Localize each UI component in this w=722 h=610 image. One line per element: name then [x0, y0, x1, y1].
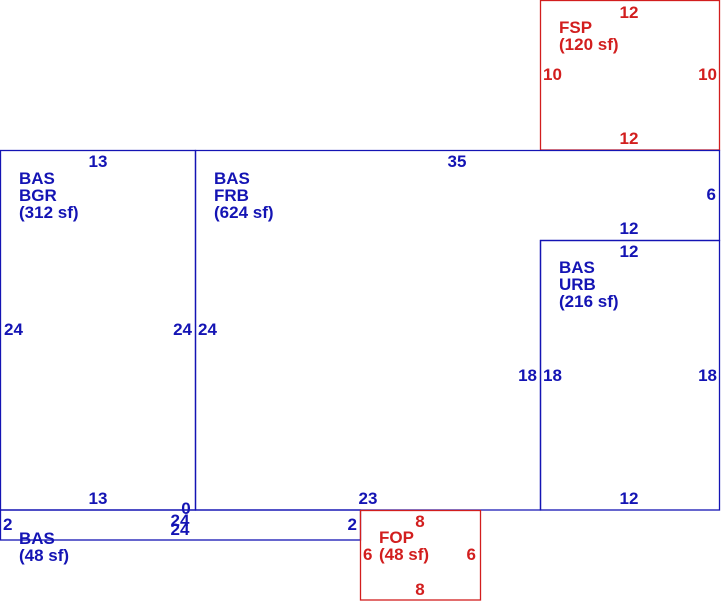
- frb-code: BAS: [214, 169, 250, 188]
- urb-outline: [539, 239, 721, 511]
- frb-dim-right-lower: 18: [518, 366, 537, 385]
- urb-dim-top: 12: [620, 242, 639, 261]
- urb-name: URB: [559, 275, 596, 294]
- frb-outline: [194, 149, 721, 511]
- frb-dim-bottom: 23: [359, 489, 378, 508]
- bgr-area: (312 sf): [19, 203, 79, 222]
- fop-dim-top: 8: [415, 512, 424, 531]
- bas48-dim-bottom: 24: [171, 520, 190, 539]
- frb-name: FRB: [214, 186, 249, 205]
- urb-code: BAS: [559, 258, 595, 277]
- bgr-dim-bottom: 13: [89, 489, 108, 508]
- frb-area: (624 sf): [214, 203, 274, 222]
- bgr-dim-top: 13: [89, 152, 108, 171]
- frb-dim-step: 12: [620, 219, 639, 238]
- bgr-name: BGR: [19, 186, 57, 205]
- bgr-dim-left: 24: [4, 320, 23, 339]
- bas48-dim-top: 24: [171, 511, 190, 530]
- fop-dim-right: 6: [467, 545, 476, 564]
- frb-dim-corner: 0: [181, 499, 190, 518]
- urb-area: (216 sf): [559, 292, 619, 311]
- fsp-dim-top: 12: [620, 3, 639, 22]
- bas48-dim-right: 2: [348, 515, 357, 534]
- fsp-code: FSP: [559, 18, 592, 37]
- frb-dim-top: 35: [448, 152, 467, 171]
- bas48-dim-left: 2: [3, 515, 12, 534]
- fop-dim-bottom: 8: [415, 580, 424, 599]
- fop-code: FOP: [379, 528, 414, 547]
- urb-dim-bottom: 12: [620, 489, 639, 508]
- bgr-dim-right: 24: [173, 320, 192, 339]
- fsp-dim-left: 10: [543, 65, 562, 84]
- bas48-area: (48 sf): [19, 546, 69, 565]
- fop-outline: [359, 509, 482, 601]
- frb-dim-right-upper: 6: [707, 185, 716, 204]
- fsp-area: (120 sf): [559, 35, 619, 54]
- fop-dim-left: 6: [363, 545, 372, 564]
- fsp-dim-right: 10: [698, 65, 717, 84]
- bas48-code: BAS: [19, 529, 55, 548]
- urb-dim-right: 18: [698, 366, 717, 385]
- fsp-dim-bottom: 12: [620, 129, 639, 148]
- fop-area: (48 sf): [379, 545, 429, 564]
- bgr-code: BAS: [19, 169, 55, 188]
- frb-dim-left: 24: [198, 320, 217, 339]
- urb-dim-left: 18: [543, 366, 562, 385]
